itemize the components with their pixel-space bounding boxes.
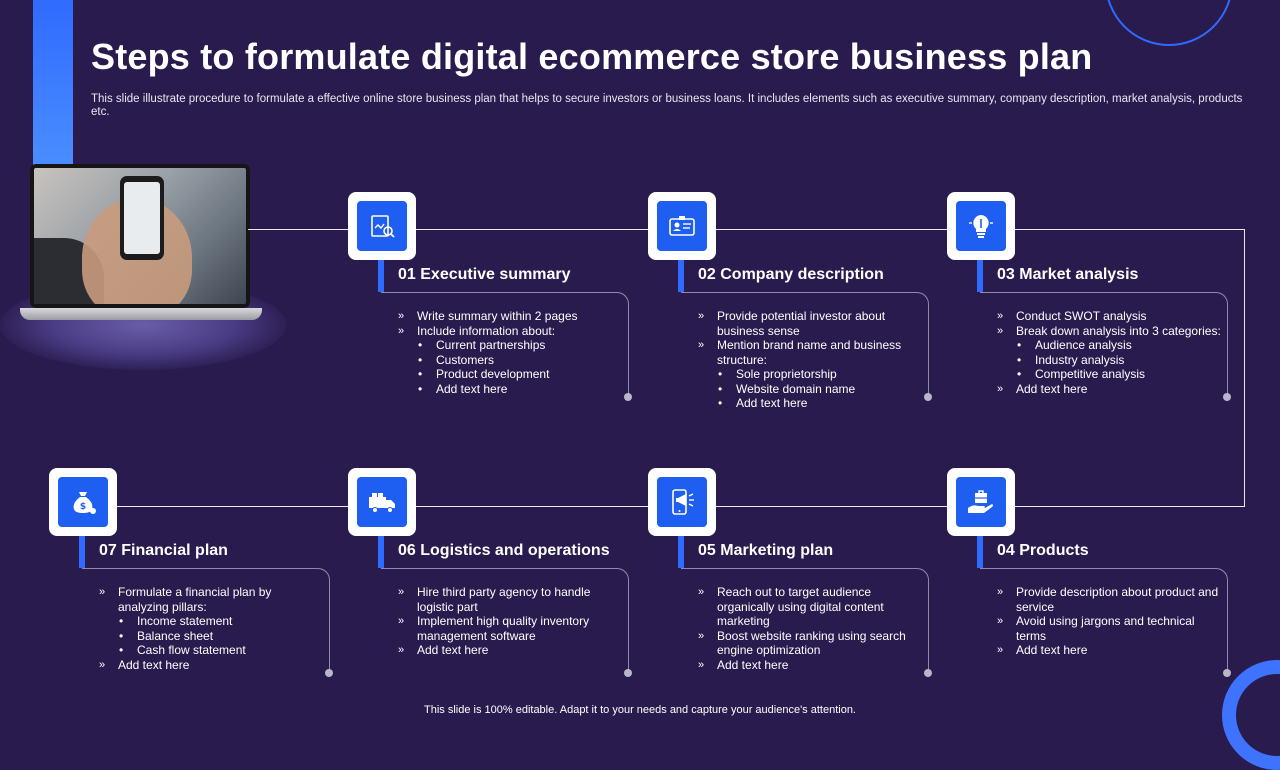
list-item: Implement high quality inventory managem… — [398, 614, 623, 643]
step-financial-plan: $ 07 Financial plan Formulate a financia… — [49, 468, 349, 678]
decorative-arc — [1105, 0, 1233, 46]
step-items: Conduct SWOT analysis Break down analysi… — [997, 309, 1222, 396]
step-icon-box — [348, 192, 416, 260]
step-icon-box — [648, 468, 716, 536]
connector-line-right — [1244, 229, 1245, 507]
list-item: Income statement — [99, 614, 324, 629]
id-card-icon — [669, 216, 695, 236]
list-item: Write summary within 2 pages — [398, 309, 623, 324]
list-item: Add text here — [398, 382, 623, 397]
step-title: 03 Market analysis — [997, 266, 1139, 283]
step-items: Provide description about product and se… — [997, 585, 1222, 658]
list-item: Conduct SWOT analysis — [997, 309, 1222, 324]
step-icon-box — [348, 468, 416, 536]
step-icon-box — [947, 468, 1015, 536]
list-item: Cash flow statement — [99, 643, 324, 658]
box-in-hand-icon — [968, 490, 993, 513]
step-icon-box: $ — [49, 468, 117, 536]
step-title: 01 Executive summary — [398, 266, 571, 283]
step-title: 06 Logistics and operations — [398, 542, 610, 559]
step-items: Formulate a financial plan by analyzing … — [99, 585, 324, 672]
step-items: Hire third party agency to handle logist… — [398, 585, 623, 658]
laptop-base — [20, 308, 262, 320]
list-item: Break down analysis into 3 categories: — [997, 324, 1222, 339]
list-item: Audience analysis — [997, 338, 1222, 353]
step-company-description: 02 Company description Provide potential… — [648, 192, 948, 410]
step-items: Write summary within 2 pages Include inf… — [398, 309, 623, 396]
delivery-truck-icon — [369, 493, 395, 513]
list-item: Website domain name — [698, 382, 923, 397]
list-item: Formulate a financial plan by analyzing … — [99, 585, 324, 614]
step-market-analysis: 03 Market analysis Conduct SWOT analysis… — [947, 192, 1247, 402]
list-item: Provide description about product and se… — [997, 585, 1222, 614]
step-logistics-operations: 06 Logistics and operations Hire third p… — [348, 468, 648, 678]
laptop-illustration — [0, 160, 286, 375]
step-title: 02 Company description — [698, 266, 884, 283]
list-item: Hire third party agency to handle logist… — [398, 585, 623, 614]
list-item: Add text here — [99, 658, 324, 673]
list-item: Boost website ranking using search engin… — [698, 629, 923, 658]
connector-line-top — [248, 229, 1244, 230]
shopping-on-phone-photo — [34, 168, 246, 304]
list-item: Sole proprietorship — [698, 367, 923, 382]
list-item: Add text here — [698, 658, 923, 673]
list-item: Add text here — [398, 643, 623, 658]
money-bag-icon: $ — [73, 492, 96, 514]
list-item: Competitive analysis — [997, 367, 1222, 382]
megaphone-phone-icon — [672, 489, 694, 515]
list-item: Include information about: — [398, 324, 623, 339]
step-title: 04 Products — [997, 542, 1089, 559]
list-item: Reach out to target audience organically… — [698, 585, 923, 629]
list-item: Industry analysis — [997, 353, 1222, 368]
step-items: Provide potential investor about busines… — [698, 309, 923, 411]
step-items: Reach out to target audience organically… — [698, 585, 923, 672]
accent-bar — [33, 0, 73, 165]
lightbulb-icon — [969, 215, 993, 238]
step-title: 05 Marketing plan — [698, 542, 834, 559]
laptop-screen — [30, 164, 250, 308]
list-item: Add text here — [997, 643, 1222, 658]
step-executive-summary: 01 Executive summary Write summary withi… — [348, 192, 648, 402]
step-title: 07 Financial plan — [99, 542, 228, 559]
step-icon-box — [947, 192, 1015, 260]
document-magnifier-icon — [371, 215, 395, 238]
list-item: Add text here — [698, 396, 923, 411]
step-products: 04 Products Provide description about pr… — [947, 468, 1247, 678]
list-item: Product development — [398, 367, 623, 382]
list-item: Provide potential investor about busines… — [698, 309, 923, 338]
list-item: Mention brand name and business structur… — [698, 338, 923, 367]
list-item: Avoid using jargons and technical terms — [997, 614, 1222, 643]
list-item: Add text here — [997, 382, 1222, 397]
svg-text:$: $ — [80, 502, 86, 512]
list-item: Customers — [398, 353, 623, 368]
slide-subtitle: This slide illustrate procedure to formu… — [91, 93, 1243, 118]
step-marketing-plan: 05 Marketing plan Reach out to target au… — [648, 468, 948, 678]
slide-footer: This slide is 100% editable. Adapt it to… — [424, 704, 856, 716]
list-item: Current partnerships — [398, 338, 623, 353]
step-icon-box — [648, 192, 716, 260]
list-item: Balance sheet — [99, 629, 324, 644]
slide-title: Steps to formulate digital ecommerce sto… — [91, 36, 1093, 77]
